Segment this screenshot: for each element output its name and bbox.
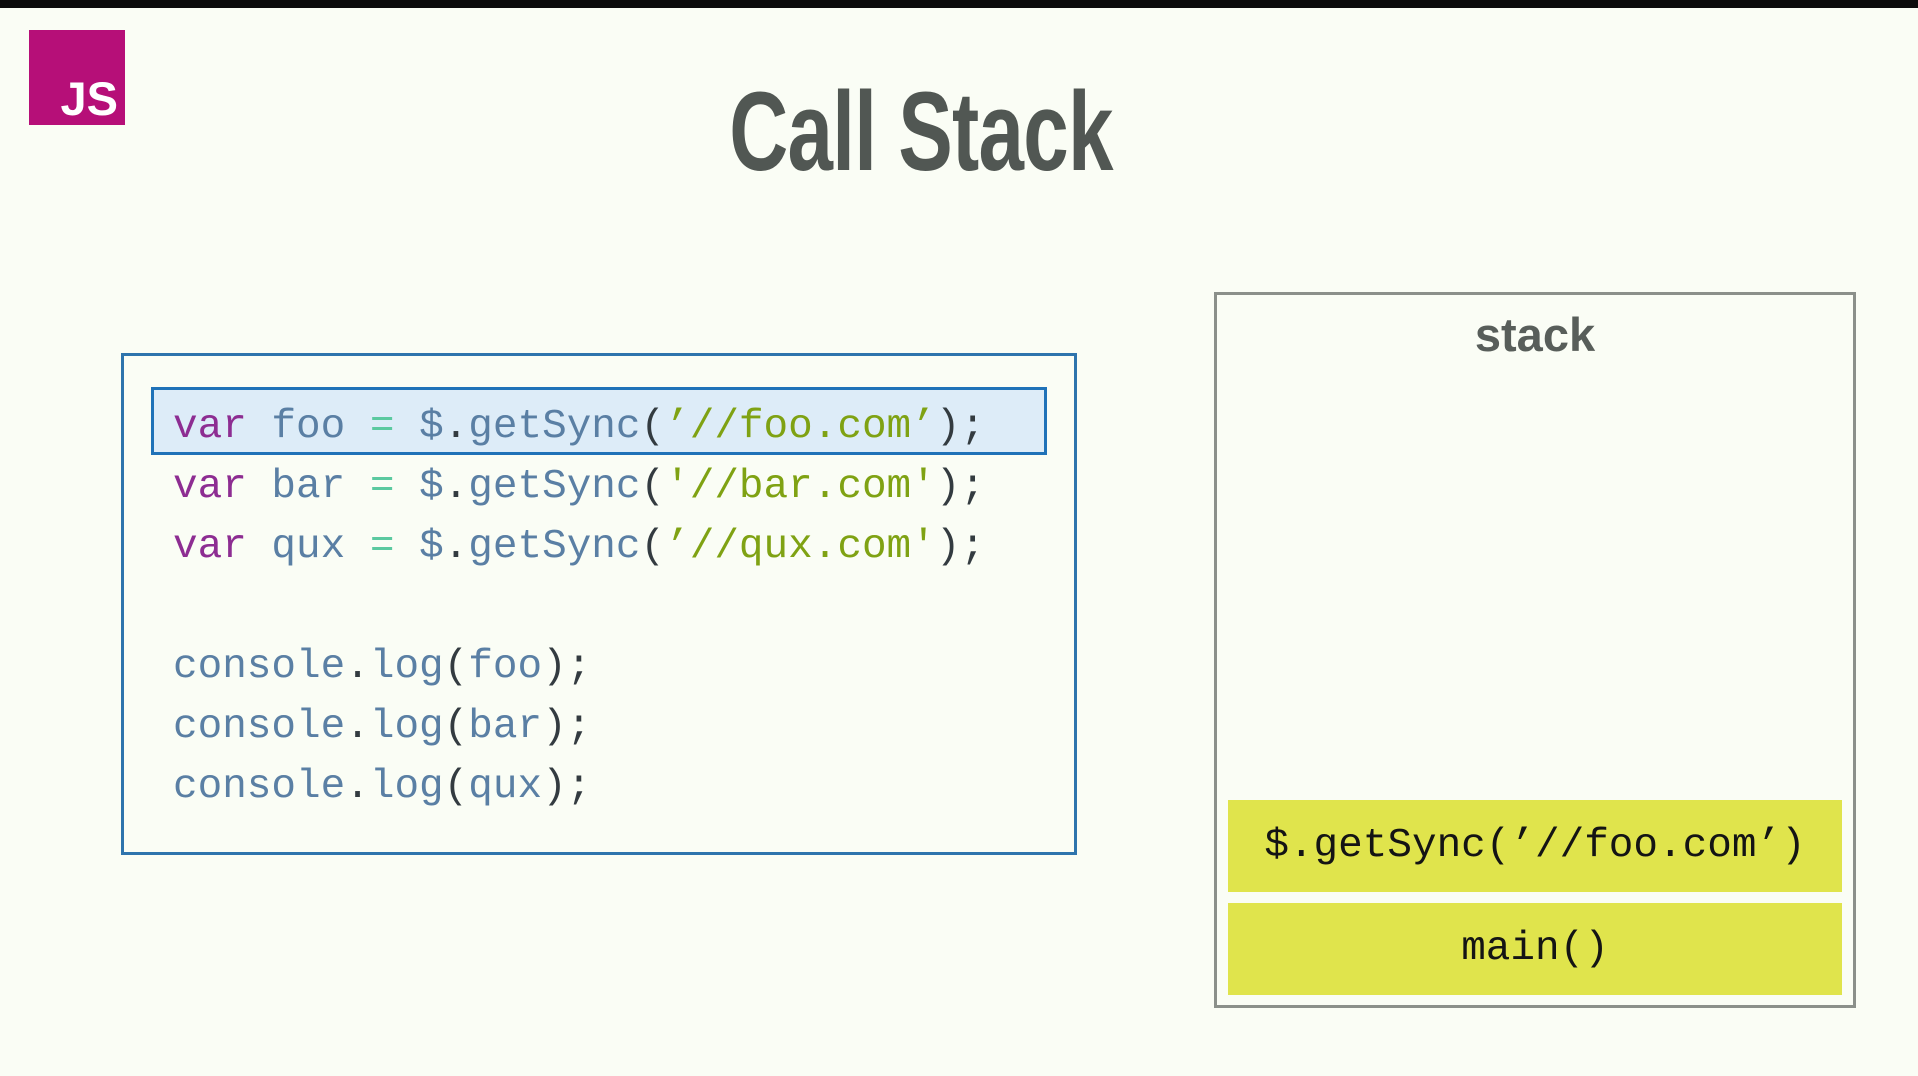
code-token-st: '//bar.com' xyxy=(665,464,936,510)
code-token-pu: ( xyxy=(443,644,469,690)
code-token-pu xyxy=(345,464,370,510)
top-letterbox-bar xyxy=(0,0,1918,8)
js-logo-text: JS xyxy=(60,72,119,126)
code-token-pu: ( xyxy=(443,704,469,750)
code-token-id: console xyxy=(173,644,346,690)
code-token-pu xyxy=(394,404,419,450)
code-token-pu: . xyxy=(443,404,469,450)
code-token-pu: ); xyxy=(542,764,592,810)
code-token-pu: . xyxy=(345,644,370,690)
code-line xyxy=(173,577,1074,637)
code-token-st: ’//qux.com' xyxy=(665,524,936,570)
code-token-kw: var xyxy=(173,524,247,570)
code-line: console.log(bar); xyxy=(173,697,1074,757)
stack-frames: $.getSync(’//foo.com’) main() xyxy=(1228,789,1842,995)
code-token-id: getSync xyxy=(468,524,641,570)
code-token-pu xyxy=(247,464,272,510)
code-token-pu: ); xyxy=(542,644,592,690)
code-token-id: $ xyxy=(419,404,444,450)
code-token-pu xyxy=(394,464,419,510)
code-token-id: log xyxy=(369,704,444,750)
code-token-pu xyxy=(345,524,370,570)
code-token-id: bar xyxy=(468,704,543,750)
code-token-pu: ); xyxy=(935,404,985,450)
code-token-id: getSync xyxy=(468,464,641,510)
code-token-id: $ xyxy=(419,524,444,570)
current-line-highlight-box xyxy=(151,387,1047,455)
code-token-pu: . xyxy=(443,524,469,570)
code-token-pu: . xyxy=(345,704,370,750)
code-token-id: console xyxy=(173,764,346,810)
code-panel: var foo = $.getSync(’//foo.com’);var bar… xyxy=(121,353,1077,855)
code-token-id: foo xyxy=(271,404,346,450)
code-line: var qux = $.getSync(’//qux.com'); xyxy=(173,517,1074,577)
code-token-pu: ( xyxy=(640,464,666,510)
code-token-kw: var xyxy=(173,404,247,450)
stack-frame-label: $.getSync(’//foo.com’) xyxy=(1264,823,1806,869)
stack-frame-label: main() xyxy=(1461,926,1609,972)
code-token-pu: ( xyxy=(640,524,666,570)
code-token-kw: var xyxy=(173,464,247,510)
code-token-id: log xyxy=(369,644,444,690)
code-line: var bar = $.getSync('//bar.com'); xyxy=(173,457,1074,517)
js-logo: JS xyxy=(29,30,125,125)
code-token-pu: ( xyxy=(640,404,666,450)
page-title: Call Stack xyxy=(729,69,1113,195)
code-token-st: ’//foo.com’ xyxy=(665,404,936,450)
stack-panel-title: stack xyxy=(1474,308,1596,361)
code-token-pu: ( xyxy=(443,764,469,810)
code-token-pu: ); xyxy=(542,704,592,750)
code-token-op: = xyxy=(369,404,395,450)
code-token-op: = xyxy=(369,464,395,510)
code-token-id: bar xyxy=(271,464,346,510)
code-token-pu xyxy=(247,404,272,450)
code-line: console.log(qux); xyxy=(173,757,1074,817)
code-token-pu xyxy=(345,404,370,450)
code-lines: var foo = $.getSync(’//foo.com’);var bar… xyxy=(124,356,1074,852)
code-token-pu: . xyxy=(443,464,469,510)
code-token-id: qux xyxy=(468,764,543,810)
code-token-id: log xyxy=(369,764,444,810)
code-token-id: $ xyxy=(419,464,444,510)
call-stack-panel: stack $.getSync(’//foo.com’) main() xyxy=(1214,292,1856,1008)
code-token-id: getSync xyxy=(468,404,641,450)
code-token-id: qux xyxy=(271,524,346,570)
code-token-pu xyxy=(394,524,419,570)
code-token-pu: ); xyxy=(935,464,985,510)
code-token-id: foo xyxy=(468,644,543,690)
code-line-highlighted: var foo = $.getSync(’//foo.com’); xyxy=(173,397,1074,457)
code-token-id: console xyxy=(173,704,346,750)
code-token-pu xyxy=(247,524,272,570)
code-line: console.log(foo); xyxy=(173,637,1074,697)
code-token-pu: . xyxy=(345,764,370,810)
code-token-pu: ); xyxy=(935,524,985,570)
stack-frame: main() xyxy=(1228,903,1842,995)
code-token-op: = xyxy=(369,524,395,570)
stack-frame: $.getSync(’//foo.com’) xyxy=(1228,800,1842,892)
